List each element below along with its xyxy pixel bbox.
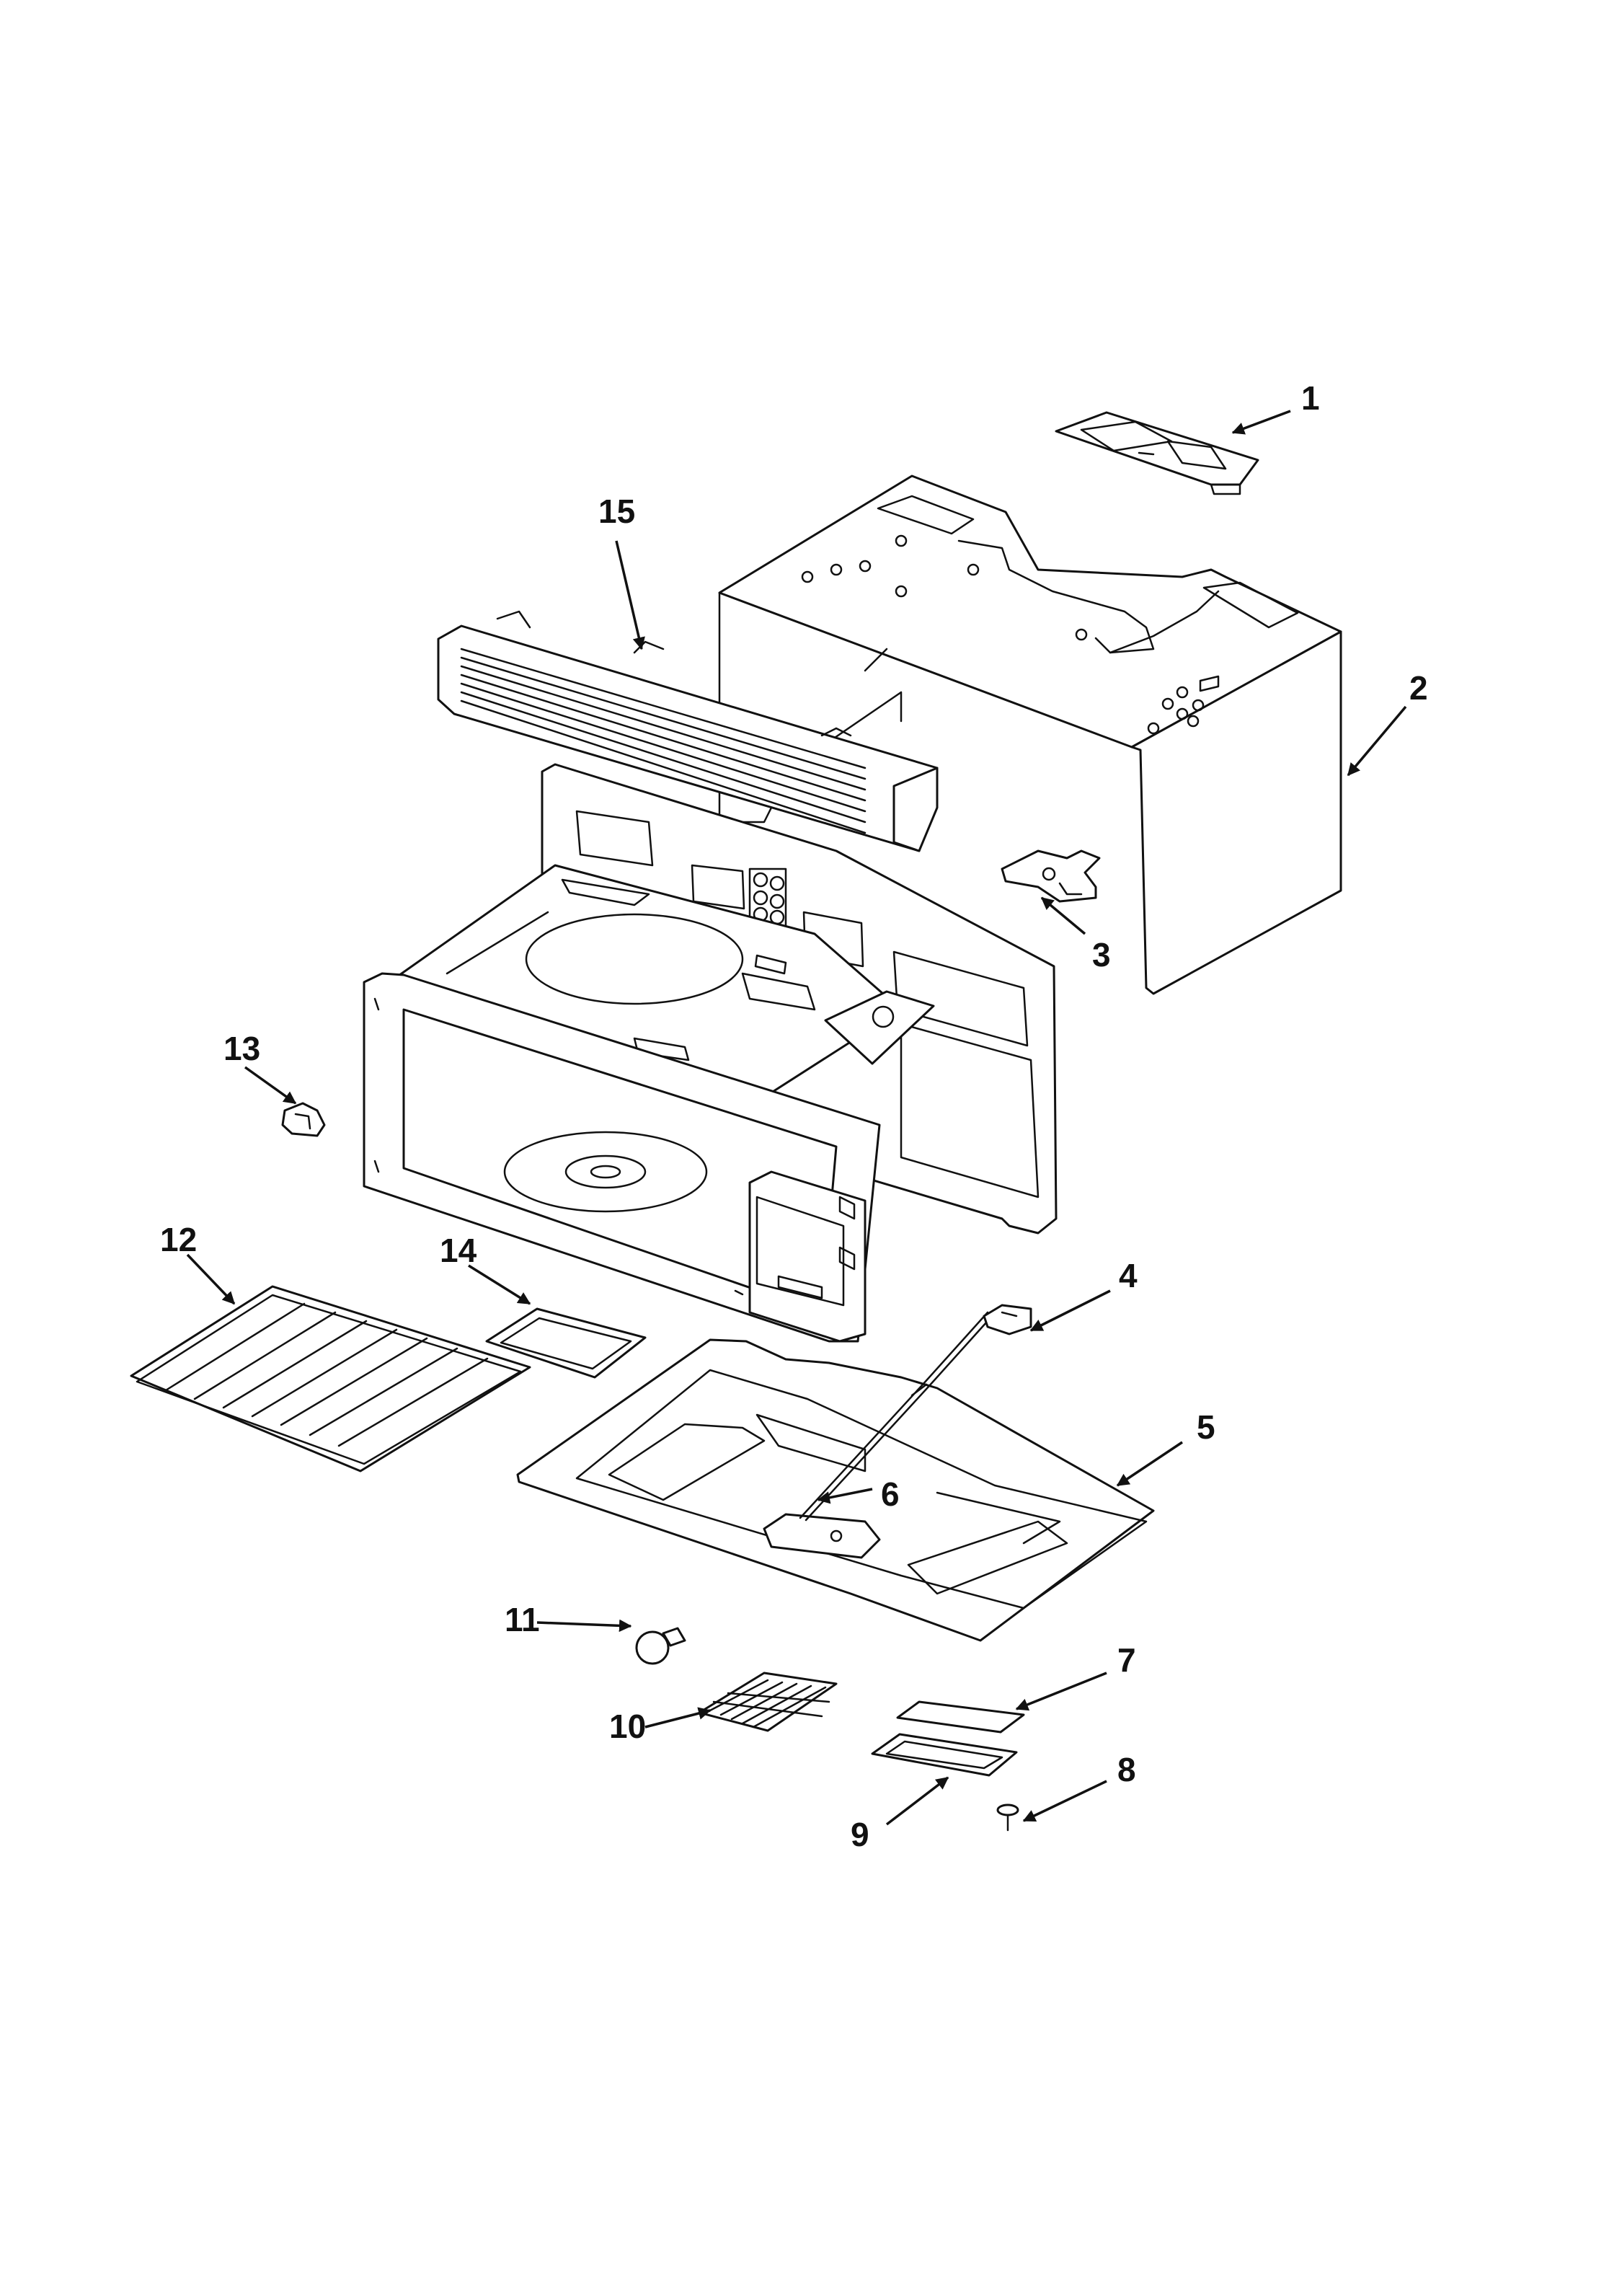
leader-4: [1029, 1289, 1111, 1332]
leader-15: [615, 540, 645, 650]
callout-6: 6: [881, 1475, 900, 1513]
callout-12: 12: [160, 1221, 197, 1258]
part-4-wire-harness: [799, 1304, 1032, 1522]
callout-13: 13: [223, 1030, 260, 1067]
leader-7: [1015, 1672, 1107, 1711]
callout-8: 8: [1117, 1751, 1136, 1788]
callout-11: 11: [505, 1601, 540, 1638]
callout-4: 4: [1119, 1257, 1138, 1294]
callout-7: 7: [1117, 1641, 1136, 1679]
leader-2: [1347, 705, 1407, 777]
callout-2: 2: [1409, 669, 1428, 707]
part-11-light-bulb: [635, 1627, 686, 1665]
part-2-outer-cabinet: [718, 474, 1342, 995]
callout-10: 10: [609, 1708, 646, 1745]
callout-1: 1: [1301, 379, 1320, 417]
callout-14: 14: [440, 1232, 477, 1269]
leader-1: [1231, 410, 1291, 435]
leader-3: [1040, 896, 1086, 935]
part-1-control-bracket: [1055, 411, 1259, 495]
part-5-bottom-plate: [516, 1338, 1155, 1642]
part-7-light-lens: [896, 1700, 1025, 1734]
leader-12: [186, 1253, 236, 1305]
part-15-vent-grille: [437, 610, 939, 852]
leader-6: [817, 1488, 873, 1504]
part-10-grease-filter: [698, 1672, 838, 1732]
callout-3: 3: [1092, 936, 1111, 973]
part-13-latch-clip: [281, 1102, 326, 1137]
callout-15: 15: [598, 493, 635, 530]
callout-9: 9: [851, 1816, 869, 1853]
part-6-bracket: [763, 1513, 881, 1559]
leader-13: [244, 1066, 297, 1105]
part-8-screw: [996, 1803, 1019, 1832]
leader-9: [885, 1776, 949, 1826]
part-3-bracket: [1001, 849, 1101, 903]
callout-numbers: 1 2 3 4 5 6 7 8 9 10 11 12 13 14 15: [160, 379, 1428, 1853]
leader-5: [1116, 1441, 1183, 1487]
inner-cavity-assembly: [363, 763, 1058, 1343]
leader-8: [1022, 1780, 1107, 1822]
callout-leaders: [186, 410, 1407, 1826]
part-14-waveguide-cover: [485, 1307, 647, 1379]
part-9-light-cover: [871, 1733, 1018, 1777]
leader-11: [536, 1619, 632, 1633]
callout-5: 5: [1197, 1408, 1215, 1446]
leader-14: [468, 1264, 531, 1305]
part-12-oven-rack: [130, 1285, 531, 1472]
leader-10: [644, 1707, 712, 1728]
